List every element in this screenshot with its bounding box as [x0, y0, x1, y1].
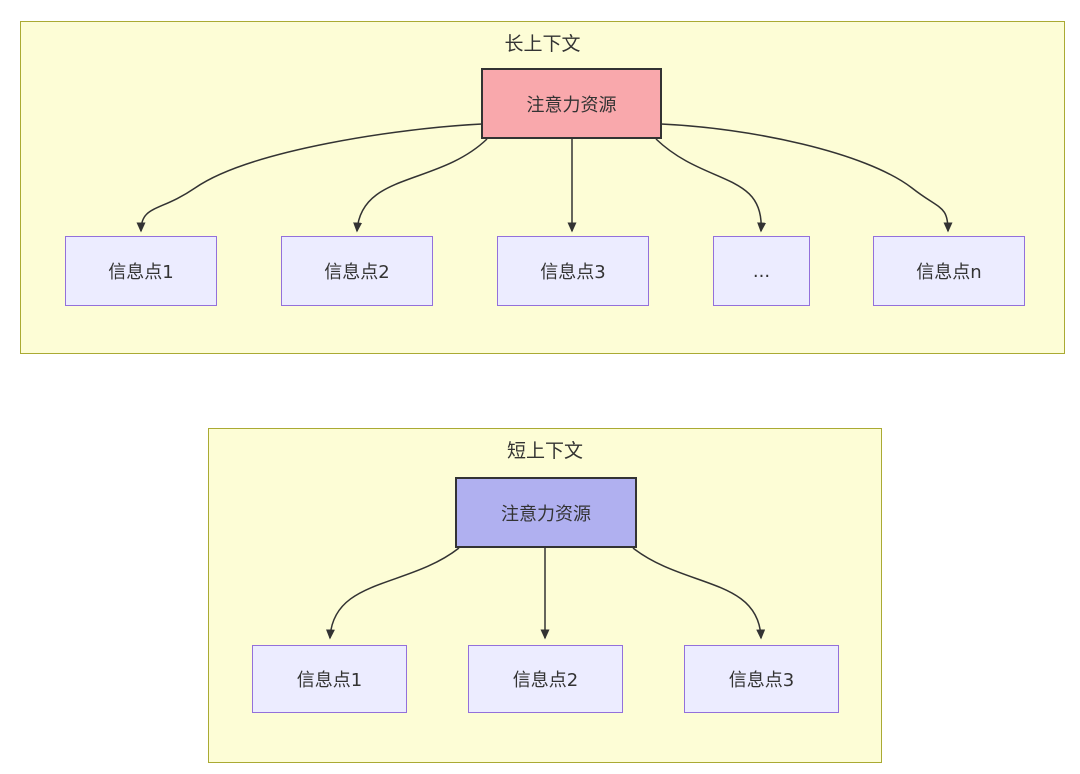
info-point-node: 信息点2 — [281, 236, 433, 306]
attention-resource-node-long: 注意力资源 — [481, 68, 662, 139]
info-point-node: 信息点3 — [684, 645, 839, 713]
attention-resource-node-short: 注意力资源 — [455, 477, 637, 548]
info-point-node: 信息点n — [873, 236, 1025, 306]
info-point-ellipsis-node: ... — [713, 236, 810, 306]
section-long-title: 长上下文 — [504, 33, 581, 55]
info-point-node: 信息点1 — [65, 236, 217, 306]
info-point-node: 信息点3 — [497, 236, 649, 306]
section-short-title: 短上下文 — [506, 440, 583, 462]
info-point-node: 信息点1 — [252, 645, 407, 713]
info-point-node: 信息点2 — [468, 645, 623, 713]
